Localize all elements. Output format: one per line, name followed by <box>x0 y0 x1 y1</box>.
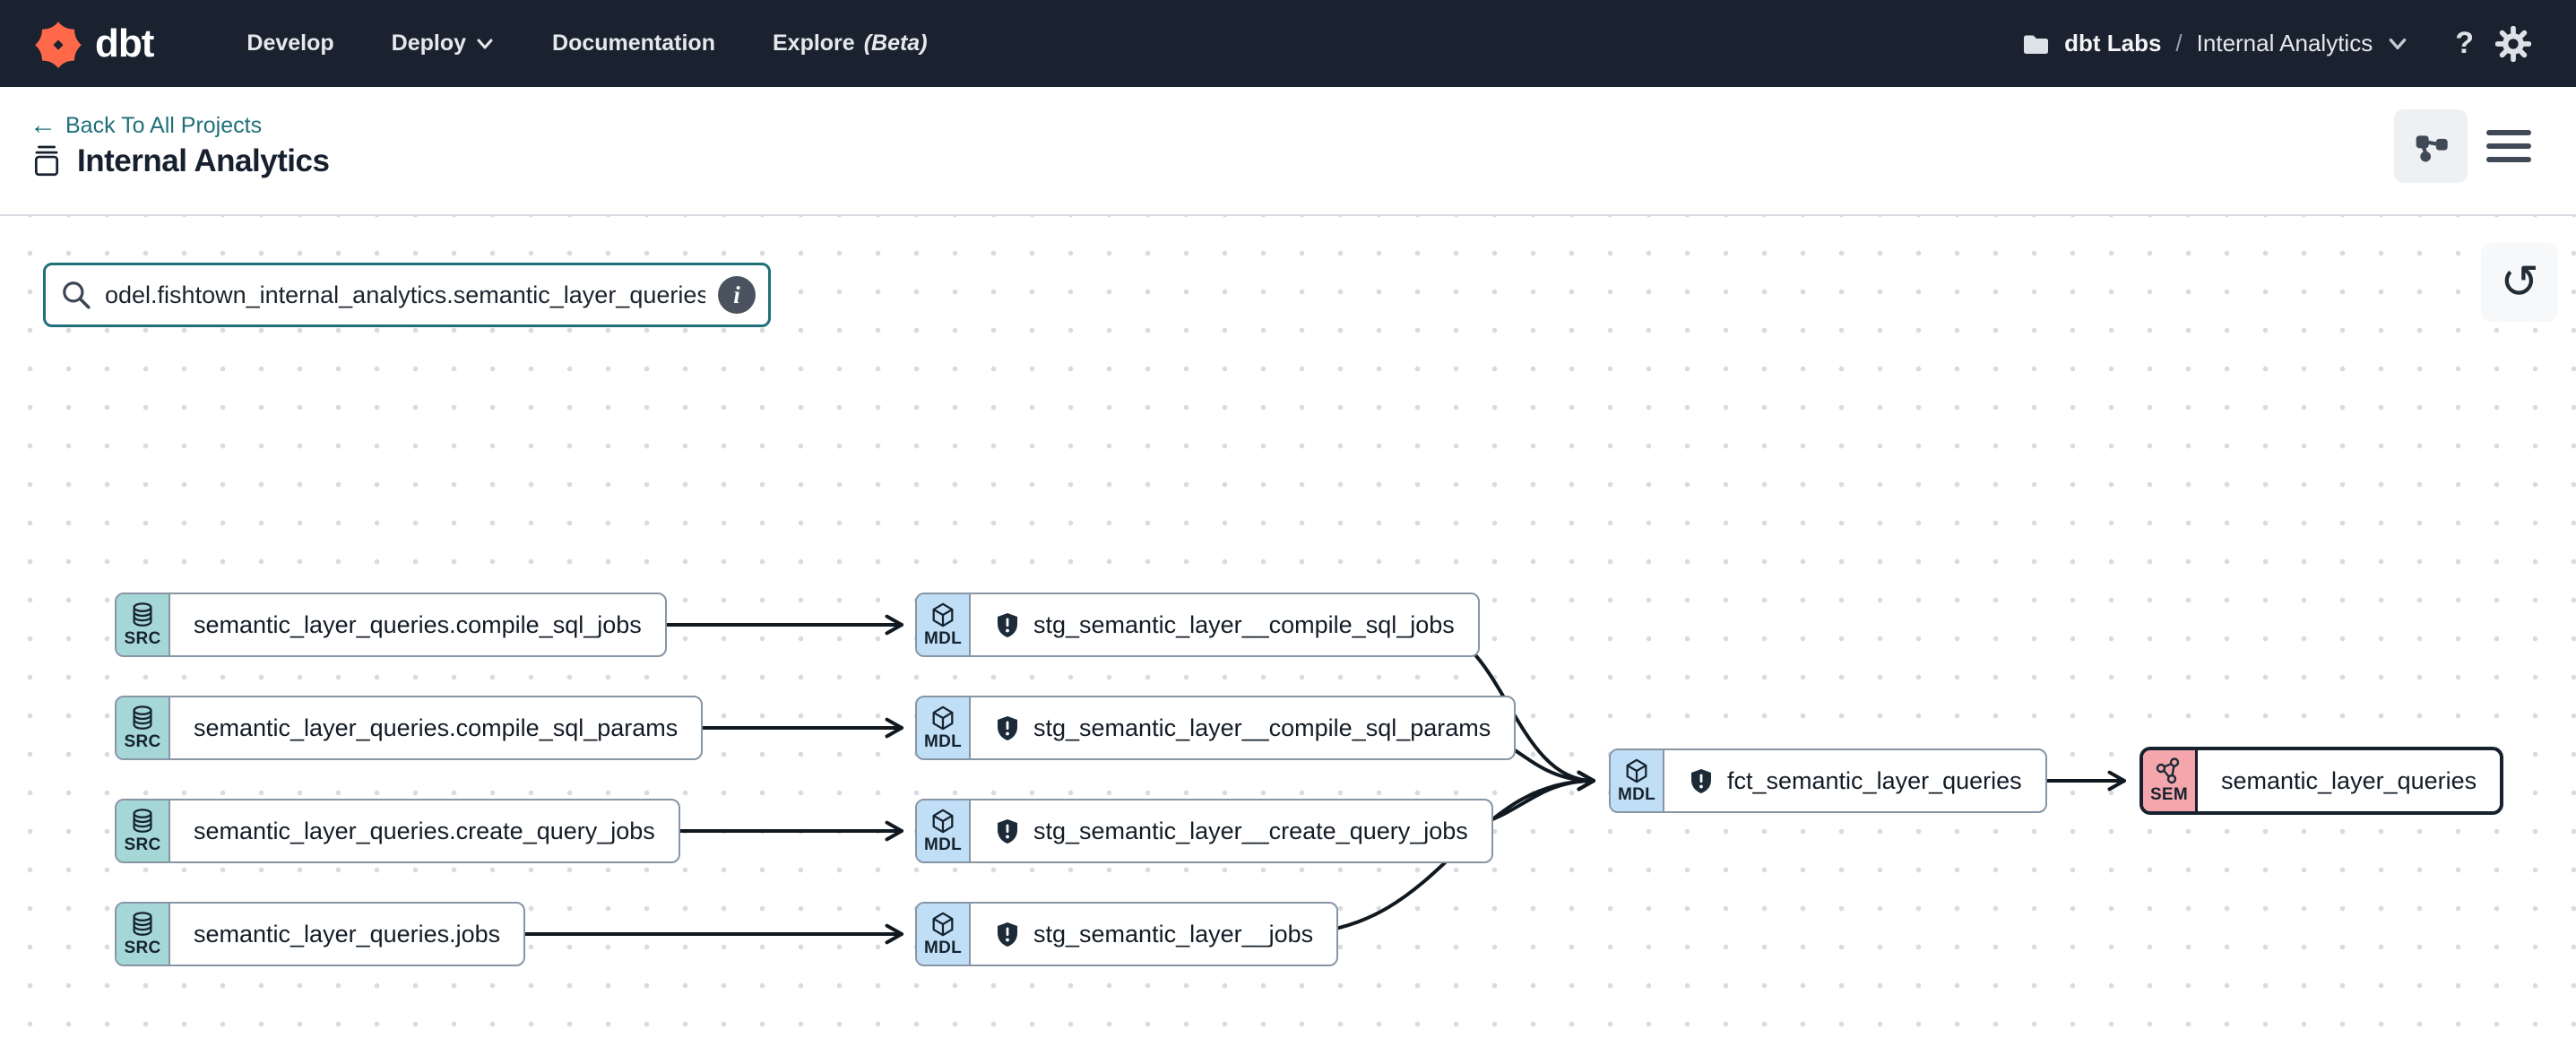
model-badge: MDL <box>917 800 971 861</box>
undo-icon: ↺ <box>2500 255 2539 309</box>
shield-icon <box>998 716 1017 740</box>
shield-icon <box>1691 769 1711 793</box>
nav-item-deploy[interactable]: Deploy <box>392 30 495 56</box>
source-badge: SRC <box>117 800 170 861</box>
settings-gear-icon[interactable] <box>2495 25 2531 62</box>
database-icon <box>133 601 152 627</box>
model-badge: MDL <box>917 697 971 758</box>
cube-icon <box>932 705 954 730</box>
shield-icon <box>998 819 1017 844</box>
node-semantic-layer-queries[interactable]: SEM semantic_layer_queries <box>2139 747 2504 815</box>
page-title: Internal Analytics <box>77 143 330 178</box>
breadcrumb-separator: / <box>2175 30 2183 56</box>
node-label: stg_semantic_layer__jobs <box>1033 920 1314 947</box>
lineage-canvas[interactable]: odel.fishtown_internal_analytics.semanti… <box>0 216 2576 1047</box>
nav-item-develop[interactable]: Develop <box>246 30 334 56</box>
node-stg-create-query-jobs[interactable]: MDL stg_semantic_layer__create_query_job… <box>915 799 1493 863</box>
source-badge: SRC <box>117 697 170 758</box>
project-name: Internal Analytics <box>2196 30 2373 56</box>
folder-icon <box>2024 35 2049 54</box>
dbt-logo-icon <box>35 21 82 68</box>
node-stg-jobs[interactable]: MDL stg_semantic_layer__jobs <box>915 902 1339 966</box>
org-name: dbt Labs <box>2064 30 2162 56</box>
node-label: semantic_layer_queries.create_query_jobs <box>194 817 655 844</box>
node-stg-compile-sql-jobs[interactable]: MDL stg_semantic_layer__compile_sql_jobs <box>915 593 1480 657</box>
brand-text: dbt <box>95 21 154 65</box>
shield-icon <box>998 613 1017 637</box>
lineage-search-box[interactable]: odel.fishtown_internal_analytics.semanti… <box>43 263 771 327</box>
hamburger-bar <box>2486 143 2531 149</box>
node-label: stg_semantic_layer__create_query_jobs <box>1033 817 1468 844</box>
semantic-badge: SEM <box>2143 750 2198 811</box>
help-button[interactable]: ? <box>2455 26 2474 60</box>
nav-item-explore[interactable]: Explore (Beta) <box>772 30 928 56</box>
database-icon <box>133 911 152 936</box>
lineage-view-button[interactable] <box>2394 109 2468 183</box>
node-source-compile-sql-params[interactable]: SRC semantic_layer_queries.compile_sql_p… <box>115 696 704 760</box>
node-stg-compile-sql-params[interactable]: MDL stg_semantic_layer__compile_sql_para… <box>915 696 1517 760</box>
search-icon <box>63 281 91 309</box>
node-label: semantic_layer_queries.compile_sql_jobs <box>194 610 642 638</box>
model-badge: MDL <box>917 904 971 965</box>
nav-item-documentation[interactable]: Documentation <box>552 30 715 56</box>
info-icon[interactable]: i <box>718 276 756 314</box>
cube-icon <box>1626 758 1647 783</box>
node-label: stg_semantic_layer__compile_sql_jobs <box>1033 610 1455 638</box>
source-badge: SRC <box>117 904 170 965</box>
shield-icon <box>998 922 1017 947</box>
node-source-create-query-jobs[interactable]: SRC semantic_layer_queries.create_query_… <box>115 799 680 863</box>
nav-menu: Develop Deploy Documentation Explore (Be… <box>246 30 927 56</box>
hamburger-bar <box>2486 130 2531 135</box>
cube-icon <box>932 809 954 833</box>
beta-tag: (Beta) <box>863 30 928 56</box>
model-badge: MDL <box>917 594 971 655</box>
node-label: stg_semantic_layer__compile_sql_params <box>1033 714 1491 741</box>
back-arrow-icon: ← <box>30 110 56 140</box>
chevron-down-icon <box>2389 38 2407 49</box>
node-label: semantic_layer_queries.jobs <box>194 920 501 947</box>
lineage-icon <box>2416 135 2448 162</box>
semantic-graph-icon <box>2156 757 2180 783</box>
node-fct-semantic-layer-queries[interactable]: MDL fct_semantic_layer_queries <box>1609 748 2047 813</box>
model-badge: MDL <box>1611 750 1664 811</box>
node-source-compile-sql-jobs[interactable]: SRC semantic_layer_queries.compile_sql_j… <box>115 593 667 657</box>
node-label: semantic_layer_queries <box>2221 766 2477 794</box>
chevron-down-icon <box>477 39 493 48</box>
hamburger-menu-button[interactable] <box>2486 124 2531 169</box>
reset-view-button[interactable]: ↺ <box>2481 243 2558 322</box>
source-badge: SRC <box>117 594 170 655</box>
cube-icon <box>932 912 954 936</box>
project-icon <box>34 145 59 177</box>
hamburger-bar <box>2486 157 2531 162</box>
navbar-right-cluster: dbt Labs / Internal Analytics ? <box>2021 25 2531 62</box>
node-label: fct_semantic_layer_queries <box>1727 766 2022 794</box>
database-icon <box>133 808 152 833</box>
project-title-row: Internal Analytics <box>32 143 330 179</box>
account-switcher[interactable]: dbt Labs / Internal Analytics <box>2021 30 2408 58</box>
back-to-projects-link[interactable]: ← Back To All Projects <box>30 110 263 140</box>
header-divider <box>0 214 2576 216</box>
database-icon <box>133 705 152 730</box>
top-navbar: dbt Develop Deploy Documentation Explore… <box>0 0 2576 87</box>
dbt-logo[interactable]: dbt <box>34 20 154 68</box>
cube-icon <box>932 602 954 627</box>
search-input[interactable]: odel.fishtown_internal_analytics.semanti… <box>105 281 705 308</box>
node-label: semantic_layer_queries.compile_sql_param… <box>194 714 679 741</box>
node-source-jobs[interactable]: SRC semantic_layer_queries.jobs <box>115 902 526 966</box>
